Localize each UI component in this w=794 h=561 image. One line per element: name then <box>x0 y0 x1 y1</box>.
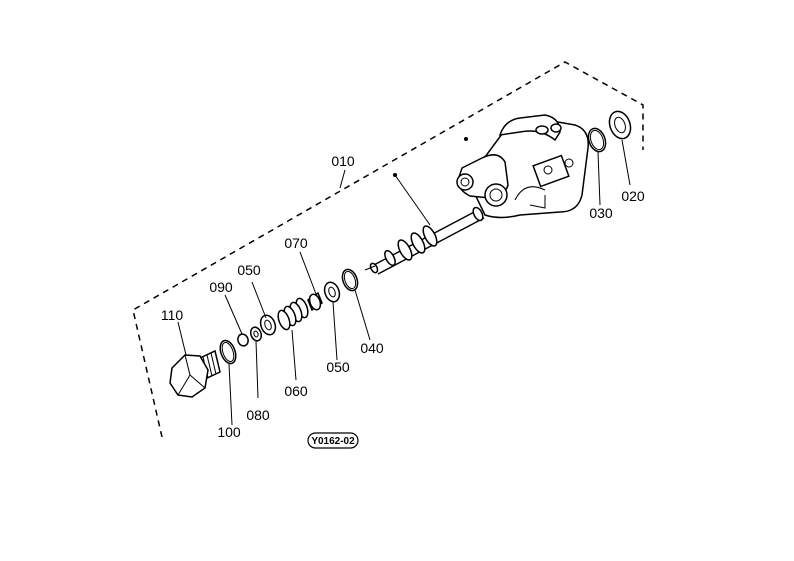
part-100-o-ring <box>219 339 237 365</box>
part-110-plug <box>169 349 221 398</box>
assembly-boundary <box>132 61 644 438</box>
part-040-o-ring <box>341 268 359 292</box>
label-050-right: 050 <box>326 359 350 375</box>
part-020-seal <box>608 110 632 140</box>
label-090: 090 <box>209 279 233 295</box>
leader-lines <box>177 139 631 426</box>
drawing-code: Y0162-02 <box>311 436 355 447</box>
part-090-shim <box>237 333 249 347</box>
label-100: 100 <box>217 424 241 440</box>
label-060: 060 <box>284 383 308 399</box>
label-110: 110 <box>161 307 184 323</box>
drawing-code-badge: Y0162-02 <box>307 432 359 449</box>
label-050-left: 050 <box>237 262 261 278</box>
label-070: 070 <box>284 235 308 251</box>
label-010: 010 <box>331 153 355 169</box>
part-030-o-ring <box>587 127 607 153</box>
part-070-sleeve <box>307 291 323 312</box>
part-080-washer <box>249 326 263 342</box>
part-050-washer-right <box>323 281 341 303</box>
label-040: 040 <box>360 340 384 356</box>
label-080: 080 <box>246 407 270 423</box>
part-060-spring <box>277 297 309 331</box>
valve-body <box>456 114 589 219</box>
label-030: 030 <box>589 205 613 221</box>
valve-spool <box>364 173 485 275</box>
label-020: 020 <box>621 188 645 204</box>
